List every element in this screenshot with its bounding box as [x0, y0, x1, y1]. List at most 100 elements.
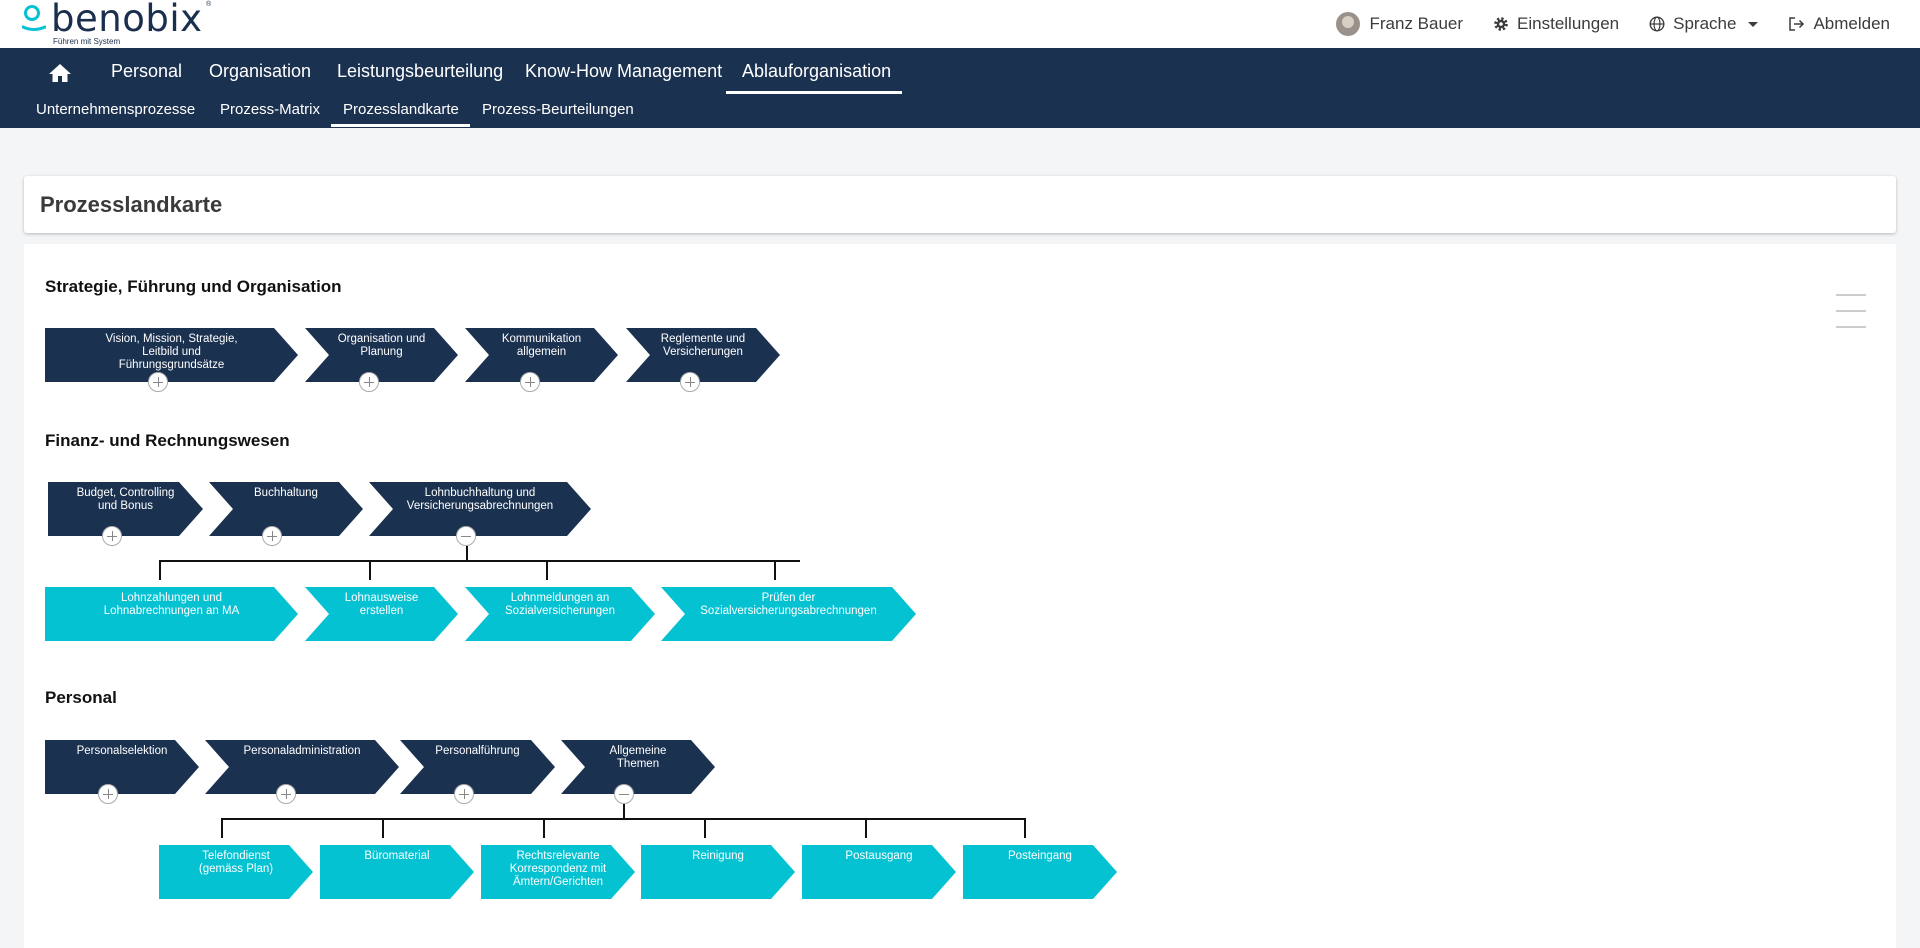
- process-chevron[interactable]: Allgemeine Themen: [561, 740, 715, 794]
- settings-link[interactable]: Einstellungen: [1493, 14, 1619, 34]
- subnav-unternehmensprozesse[interactable]: Unternehmensprozesse: [36, 101, 196, 118]
- expand-plus-icon[interactable]: [520, 372, 540, 392]
- process-chevron[interactable]: Kommunikation allgemein: [465, 328, 618, 382]
- logout-label: Abmelden: [1813, 14, 1890, 33]
- subprocess-label: Büromaterial: [364, 850, 430, 862]
- section-title: Strategie, Führung und Organisation: [45, 277, 342, 296]
- globe-icon: [1649, 16, 1665, 32]
- connector-line: [774, 560, 776, 580]
- expand-plus-icon[interactable]: [454, 784, 474, 804]
- connector-line: [159, 560, 800, 562]
- benobix-logo[interactable]: benobix ® Führen mit System: [22, 0, 242, 47]
- subnav-prozesslandkarte[interactable]: Prozesslandkarte: [343, 101, 459, 118]
- connector-line: [704, 818, 706, 838]
- logo-text: benobix: [51, 0, 203, 40]
- main-navigation: Personal Organisation Leistungsbeurteilu…: [0, 48, 1920, 128]
- expand-plus-icon[interactable]: [276, 784, 296, 804]
- connector-line: [546, 560, 548, 580]
- subprocess-label: Lohnzahlungen und Lohnabrechnungen an MA: [103, 592, 240, 617]
- logo-tagline: Führen mit System: [53, 37, 121, 46]
- subnav-prozess-beurteilungen[interactable]: Prozess-Beurteilungen: [482, 101, 634, 118]
- expand-plus-icon[interactable]: [148, 372, 168, 392]
- menu-icon[interactable]: [1836, 292, 1866, 332]
- subprocess-chevron[interactable]: Lohnzahlungen und Lohnabrechnungen an MA: [45, 587, 298, 641]
- user-menu[interactable]: Franz Bauer: [1336, 12, 1463, 36]
- process-label: Vision, Mission, Strategie, Leitbild und…: [105, 333, 238, 371]
- main-nav-active-indicator: [726, 91, 902, 94]
- language-label: Sprache: [1673, 14, 1737, 33]
- section-title: Personal: [45, 688, 117, 707]
- connector-line: [623, 804, 625, 819]
- subprocess-label: Posteingang: [1008, 850, 1072, 862]
- section-title: Finanz- und Rechnungswesen: [45, 431, 290, 450]
- gear-icon: [1494, 17, 1508, 31]
- subprocess-label: Lohnmeldungen an Sozialversicherungen: [505, 592, 615, 617]
- subprocess-chevron[interactable]: Posteingang: [963, 845, 1117, 899]
- sub-nav-active-indicator: [331, 124, 470, 127]
- home-icon[interactable]: [48, 62, 72, 84]
- nav-personal[interactable]: Personal: [111, 61, 183, 81]
- nav-ablauforganisation[interactable]: Ablauforganisation: [742, 61, 892, 81]
- process-chevron[interactable]: Personaladministration: [205, 740, 399, 794]
- subprocess-chevron[interactable]: Telefondienst (gemäss Plan): [159, 845, 313, 899]
- process-map: Strategie, Führung und Organisation Visi…: [24, 244, 1896, 948]
- subprocess-label: Reinigung: [692, 850, 744, 862]
- logout-icon: [1789, 17, 1805, 31]
- expand-plus-icon[interactable]: [98, 784, 118, 804]
- subprocess-chevron[interactable]: Lohnmeldungen an Sozialversicherungen: [465, 587, 655, 641]
- process-label: Reglemente und Versicherungen: [660, 333, 746, 358]
- subprocess-chevron[interactable]: Reinigung: [641, 845, 795, 899]
- process-chevron[interactable]: Reglemente und Versicherungen: [626, 328, 780, 382]
- process-label: Allgemeine Themen: [609, 745, 667, 770]
- nav-know-how-management[interactable]: Know-How Management: [525, 61, 723, 81]
- process-chevron[interactable]: Organisation und Planung: [305, 328, 458, 382]
- connector-line: [221, 818, 223, 838]
- avatar: [1336, 12, 1361, 36]
- process-label: Personalselektion: [76, 745, 168, 757]
- connector-line: [159, 560, 161, 580]
- subprocess-chevron[interactable]: Postausgang: [802, 845, 956, 899]
- expand-plus-icon[interactable]: [359, 372, 379, 392]
- process-label: Organisation und Planung: [337, 333, 426, 358]
- subprocess-chevron[interactable]: Rechtsrelevante Korrespondenz mit Ämtern…: [481, 845, 635, 899]
- logo-registered-mark: ®: [206, 1, 212, 8]
- process-chevron[interactable]: Buchhaltung: [209, 482, 363, 536]
- collapse-minus-icon[interactable]: [614, 784, 634, 804]
- logout-link[interactable]: Abmelden: [1788, 14, 1890, 34]
- process-label: Personalführung: [435, 745, 520, 757]
- subprocess-chevron[interactable]: Lohnausweise erstellen: [305, 587, 458, 641]
- subnav-prozess-matrix[interactable]: Prozess-Matrix: [220, 101, 321, 118]
- process-label: Lohnbuchhaltung und Versicherungsabrechn…: [406, 487, 554, 512]
- connector-line: [466, 546, 468, 561]
- subprocess-chevron[interactable]: Büromaterial: [320, 845, 474, 899]
- connector-line: [369, 560, 371, 580]
- expand-plus-icon[interactable]: [102, 526, 122, 546]
- connector-line: [382, 818, 384, 838]
- process-chevron[interactable]: Budget, Controlling und Bonus: [48, 482, 203, 536]
- subprocess-label: Lohnausweise erstellen: [344, 592, 419, 617]
- expand-plus-icon[interactable]: [262, 526, 282, 546]
- page-title: Prozesslandkarte: [40, 192, 223, 217]
- language-dropdown[interactable]: Sprache: [1649, 14, 1759, 34]
- process-label: Kommunikation allgemein: [501, 333, 582, 358]
- process-chevron[interactable]: Lohnbuchhaltung und Versicherungsabrechn…: [369, 482, 591, 536]
- process-label: Personaladministration: [243, 745, 361, 757]
- process-label: Buchhaltung: [254, 487, 318, 499]
- subprocess-label: Postausgang: [845, 850, 913, 862]
- settings-label: Einstellungen: [1517, 14, 1620, 33]
- subprocess-chevron[interactable]: Prüfen der Sozialversicherungsabrechnung…: [661, 587, 916, 641]
- top-nav: Franz Bauer Einstellungen Sprache: [1336, 0, 1920, 48]
- process-chevron[interactable]: Vision, Mission, Strategie, Leitbild und…: [45, 328, 298, 382]
- chevron-down-icon: [1748, 21, 1759, 27]
- nav-organisation[interactable]: Organisation: [209, 61, 312, 81]
- collapse-minus-icon[interactable]: [456, 526, 476, 546]
- nav-leistungsbeurteilung[interactable]: Leistungsbeurteilung: [337, 61, 504, 81]
- connector-line: [543, 818, 545, 838]
- expand-plus-icon[interactable]: [680, 372, 700, 392]
- top-bar: benobix ® Führen mit System Franz Bauer …: [0, 0, 1920, 48]
- subprocess-label: Prüfen der Sozialversicherungsabrechnung…: [700, 592, 877, 617]
- process-chevron[interactable]: Personalführung: [400, 740, 555, 794]
- process-chevron[interactable]: Personalselektion: [45, 740, 199, 794]
- process-label: Budget, Controlling und Bonus: [76, 487, 175, 512]
- connector-line: [865, 818, 867, 838]
